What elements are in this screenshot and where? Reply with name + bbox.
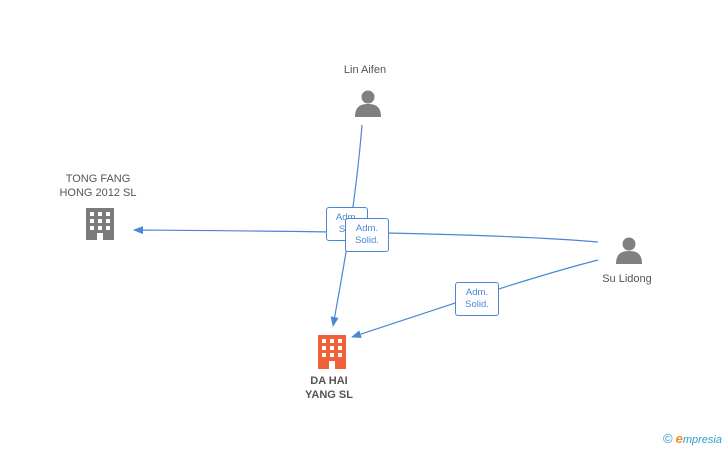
badge-line: Adm. bbox=[327, 212, 367, 224]
copyright-icon: © bbox=[663, 431, 673, 446]
badge-line: Solid. bbox=[355, 235, 379, 246]
badge-line: Adm. bbox=[355, 223, 379, 234]
node-label-line: TONG FANG bbox=[65, 173, 131, 185]
building-primary-icon[interactable] bbox=[318, 335, 346, 369]
edge-badge-su-lidong-da-hai[interactable]: Adm. Solid. bbox=[455, 282, 499, 316]
node-label-lin-aifen[interactable]: Lin Aifen bbox=[330, 63, 400, 77]
badge-line: Solid. bbox=[465, 299, 489, 310]
person-icon[interactable] bbox=[355, 90, 381, 118]
node-label-text: Su Lidong bbox=[602, 273, 652, 285]
node-label-line: YANG SL bbox=[305, 389, 353, 401]
node-label-line: HONG 2012 SL bbox=[59, 187, 137, 199]
person-icon[interactable] bbox=[616, 237, 642, 265]
node-label-su-lidong[interactable]: Su Lidong bbox=[592, 272, 662, 286]
node-label-da-hai[interactable]: DA HAI YANG SL bbox=[294, 374, 364, 402]
empresia-logo[interactable]: ©empresia bbox=[663, 431, 722, 446]
building-icon[interactable] bbox=[86, 208, 114, 240]
node-label-tong-fang[interactable]: TONG FANG HONG 2012 SL bbox=[52, 172, 144, 200]
badge-line: Adm. bbox=[465, 287, 489, 298]
node-label-text: Lin Aifen bbox=[343, 64, 387, 76]
brand-name: mpresia bbox=[682, 434, 722, 446]
edge-badge-su-lidong-tong-fang[interactable]: Adm. Solid. bbox=[345, 218, 389, 252]
brand-initial: e bbox=[675, 431, 683, 446]
node-label-line: DA HAI bbox=[310, 375, 348, 387]
